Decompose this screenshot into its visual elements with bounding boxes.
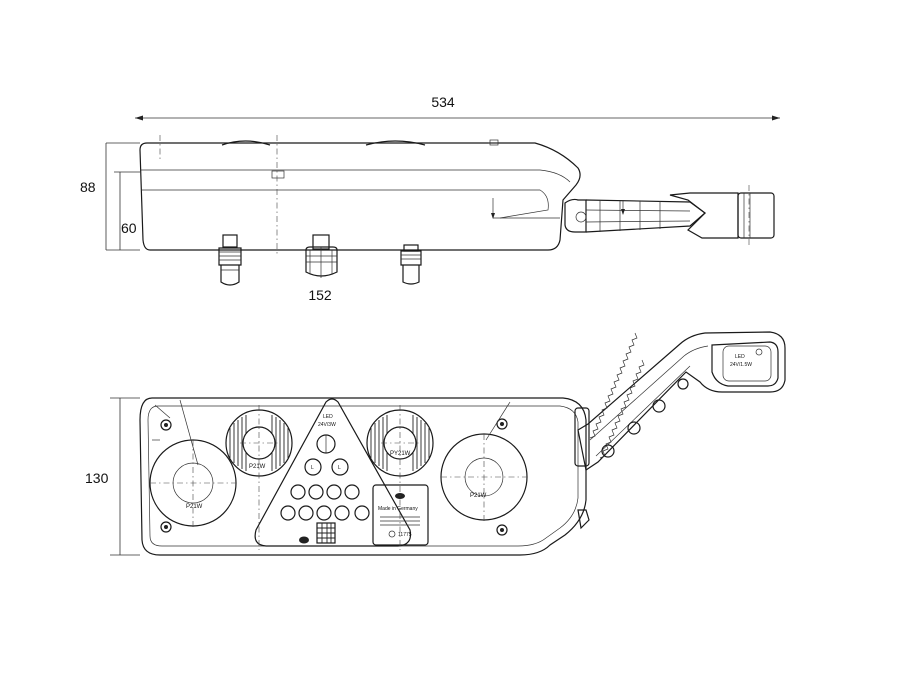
nameplate-code: 11775	[398, 532, 412, 538]
side-connector-right	[400, 244, 422, 285]
height-total-label: 88	[80, 179, 96, 195]
overall-length-dimension: 534	[135, 94, 780, 121]
svg-text:L: L	[338, 465, 341, 471]
side-housing-outline	[139, 142, 581, 251]
triangle-led-label: LED	[323, 414, 333, 420]
height-body-label: 60	[121, 220, 137, 236]
front-marker-arm: LED 24V/1.5W	[574, 331, 786, 530]
front-housing-outline	[139, 397, 587, 556]
side-connector-middle	[305, 234, 338, 278]
front-height-label: 130	[85, 470, 109, 486]
lamp-upper-left-label: P21W	[249, 464, 266, 470]
screw-top-left	[160, 419, 172, 431]
lamp-right-round: P21W	[440, 401, 528, 522]
marker-voltage-label: 24V/1.5W	[730, 362, 752, 368]
screw-bottom-right	[496, 524, 508, 536]
screw-bottom-left	[160, 521, 172, 533]
side-marker-arm	[564, 185, 775, 245]
nameplate: Made in Germany 11775	[372, 484, 429, 546]
center-triangle: LED 24V/3W L L	[254, 398, 412, 547]
triangle-voltage-label: 24V/3W	[318, 422, 336, 428]
svg-text:L: L	[311, 465, 314, 471]
front-view: 130 P21W	[85, 331, 786, 556]
nameplate-made-in: Made in Germany	[378, 506, 418, 512]
connector-spacing-label: 152	[308, 287, 332, 303]
overall-length-label: 534	[431, 94, 455, 110]
lamp-right-label: P21W	[470, 493, 487, 499]
lamp-left-round: P21W	[149, 399, 237, 528]
screw-top-right	[496, 418, 508, 430]
side-connector-left	[218, 234, 242, 286]
height-dimensions: 88 60	[80, 142, 140, 251]
marker-led-label: LED	[735, 354, 745, 360]
side-view: 88 60 152	[80, 135, 775, 303]
lamp-upper-right-label: PY21W	[390, 451, 411, 457]
lamp-left-label: P21W	[186, 504, 203, 510]
